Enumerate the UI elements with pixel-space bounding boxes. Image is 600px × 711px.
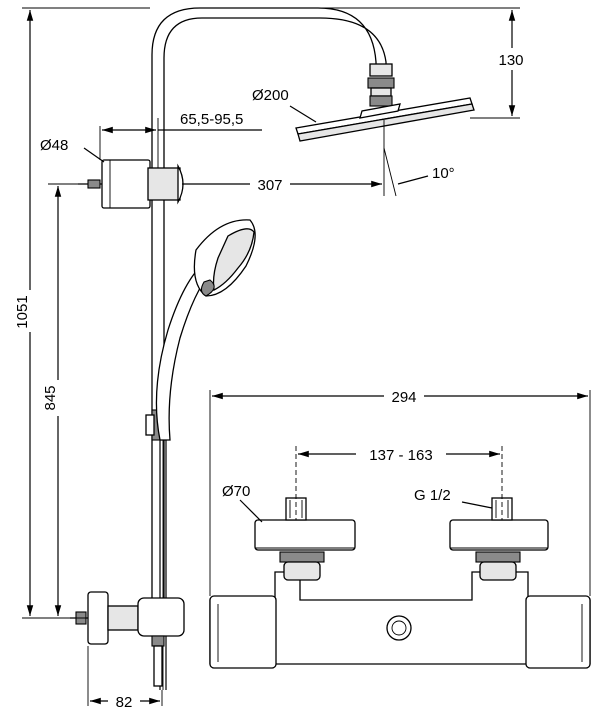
dim-wall-diameter: Ø48	[40, 137, 68, 154]
right-inlet-connector	[449, 497, 549, 581]
overhead-shower-head	[295, 97, 475, 142]
dim-head-drop: 130	[498, 52, 523, 69]
left-inlet-connector	[254, 497, 356, 581]
thermostat-valve-front-view	[209, 497, 591, 669]
shower-column	[70, 7, 475, 690]
dim-inlet-diameter: Ø70	[222, 483, 250, 500]
dim-head-diameter: Ø200	[252, 87, 289, 104]
dim-bracket-range: 65,5-95,5	[180, 111, 243, 128]
shower-arm-nut	[369, 63, 393, 77]
dim-connection-centers: 137 - 163	[369, 447, 432, 464]
outlet-port	[386, 615, 412, 641]
dim-total-height: 1051	[14, 295, 31, 328]
dim-head-projection: 307	[257, 177, 282, 194]
bottom-valve-side-view	[70, 591, 185, 687]
dim-wall-offset: 82	[116, 694, 133, 711]
dim-bar-height: 845	[42, 385, 59, 410]
dim-valve-width: 294	[391, 389, 416, 406]
dim-thread-size: G 1/2	[414, 487, 451, 504]
dim-head-tilt: 10°	[432, 165, 455, 182]
hand-shower	[155, 219, 256, 441]
wall-bracket	[78, 159, 184, 209]
